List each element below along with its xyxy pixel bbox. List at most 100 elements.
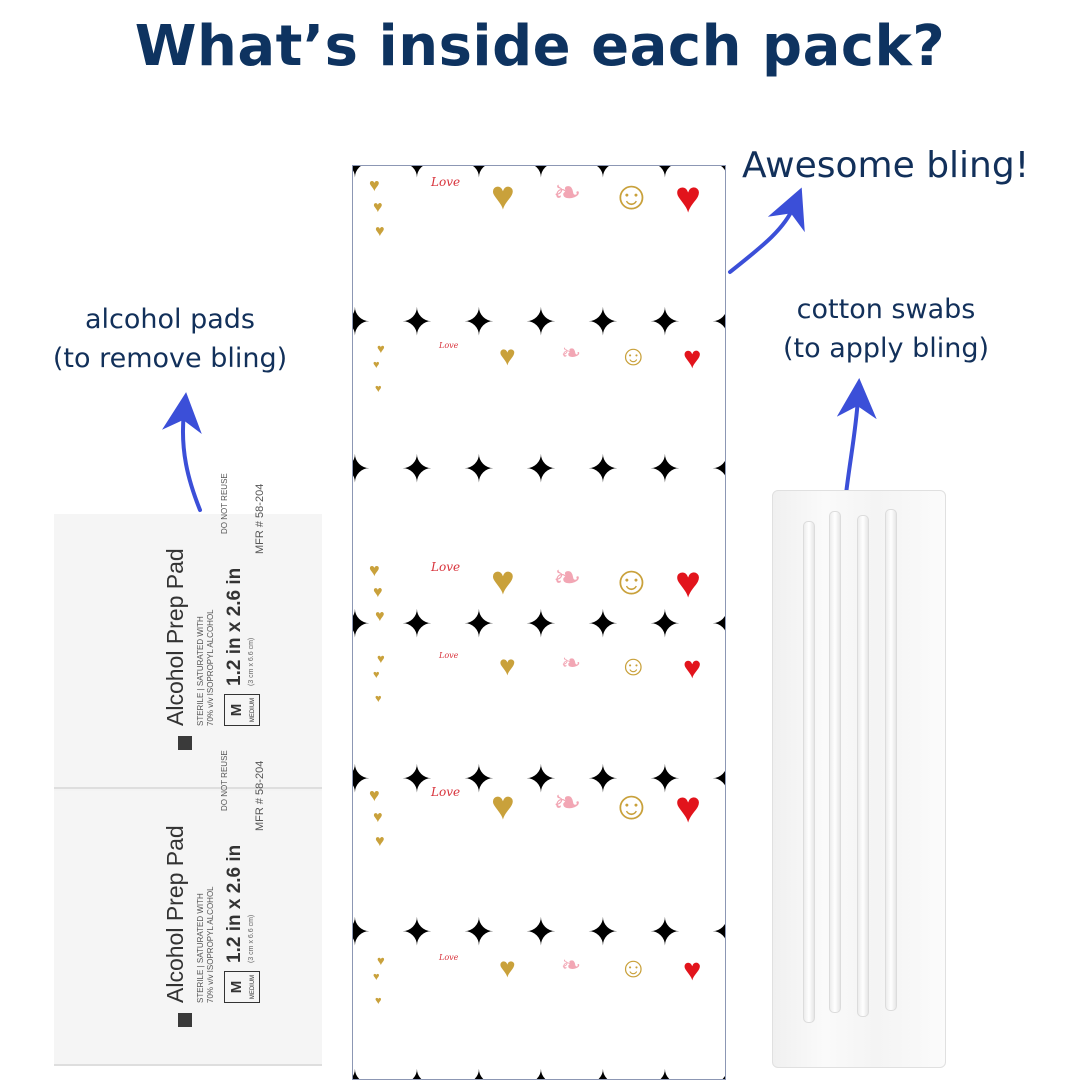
- cupid-icon: ❧: [553, 784, 582, 822]
- star-icon: ✦: [649, 449, 681, 491]
- pad-saturated-text: STERILE | SATURATED WITH 70% v/v ISOPROP…: [196, 609, 216, 726]
- cotton-swab: [885, 509, 897, 1011]
- gold-hearts-icon: ♥: [373, 971, 380, 983]
- gold-hearts-icon: ♥: [375, 383, 382, 395]
- alcohol-pad: Alcohol Prep Pad STERILE | SATURATED WIT…: [54, 750, 322, 1066]
- gold-hearts-icon: ♥: [373, 584, 383, 601]
- star-icon: ✦: [525, 759, 557, 801]
- gold-hearts-icon: ♥: [373, 199, 383, 216]
- star-icon: ✦: [711, 304, 725, 342]
- star-icon: ✦: [649, 759, 681, 801]
- star-icon: ✦: [587, 912, 619, 954]
- star-icon: ✦: [525, 604, 557, 646]
- red-heart-icon: ♥: [683, 952, 702, 987]
- gold-hearts-icon: ♥: [375, 223, 385, 240]
- heart-eyes-emoji-icon: ☺: [611, 174, 652, 218]
- bling-label: Awesome bling!: [742, 145, 1030, 186]
- star-icon: ✦: [711, 1066, 725, 1079]
- alcohol-pads: Alcohol Prep Pad STERILE | SATURATED WIT…: [54, 473, 322, 1066]
- gold-hearts-icon: ♥: [375, 693, 382, 705]
- star-icon: ✦: [525, 1066, 557, 1079]
- star-icon: ✦: [525, 449, 557, 491]
- star-icon: ✦: [463, 912, 495, 954]
- star-icon: ✦: [587, 302, 619, 344]
- gold-hearts-icon: ♥: [369, 785, 380, 805]
- cupid-icon: ❧: [553, 559, 582, 597]
- pad-dimensions-cm: (3 cm x 6.6 cm): [248, 914, 255, 963]
- pad-size-badge: M MEDIUM: [224, 694, 260, 726]
- star-icon: ✦: [587, 165, 619, 186]
- star-icon: ✦: [649, 302, 681, 344]
- glitter-heart-icon: ♥: [491, 559, 515, 603]
- cotton-swab: [803, 521, 815, 1023]
- star-icon: ✦: [649, 165, 681, 186]
- alcohol-pads-label: alcohol pads (to remove bling): [52, 304, 288, 375]
- star-icon: ✦: [353, 1066, 371, 1079]
- star-icon: ✦: [463, 759, 495, 801]
- red-heart-icon: ♥: [675, 783, 702, 832]
- star-icon: ✦: [587, 604, 619, 646]
- cupid-icon: ❧: [561, 952, 582, 979]
- star-icon: ✦: [711, 606, 725, 644]
- gold-hearts-icon: ♥: [377, 953, 385, 968]
- glitter-heart-icon: ♥: [499, 650, 516, 681]
- star-icon: ✦: [463, 165, 495, 186]
- pad-size-badge: M MEDIUM: [224, 971, 260, 1003]
- gold-hearts-icon: ♥: [377, 341, 385, 356]
- star-icon: ✦: [587, 1066, 619, 1079]
- heart-eyes-emoji-icon: ☺: [611, 559, 652, 603]
- red-heart-icon: ♥: [675, 173, 702, 222]
- cupid-icon: ❧: [561, 650, 582, 677]
- glitter-heart-icon: ♥: [499, 340, 516, 371]
- red-heart-icon: ♥: [683, 650, 702, 685]
- love-script-text: Love: [431, 785, 461, 799]
- gold-hearts-icon: ♥: [369, 560, 380, 580]
- do-not-reuse-text: DO NOT REUSE: [220, 473, 229, 534]
- heart-eyes-emoji-icon: ☺: [619, 952, 648, 983]
- cupid-icon: ❧: [561, 340, 582, 367]
- love-script-text: Love: [431, 560, 461, 574]
- pad-saturated-text: STERILE | SATURATED WITH 70% v/v ISOPROP…: [196, 886, 216, 1003]
- star-icon: ✦: [401, 449, 433, 491]
- pad-dimensions: 1.2 in x 2.6 in: [224, 844, 245, 963]
- star-icon: ✦: [463, 1066, 495, 1079]
- star-icon: ✦: [463, 449, 495, 491]
- glitter-heart-icon: ♥: [491, 174, 515, 218]
- star-icon: ✦: [353, 166, 371, 184]
- pad-name: Alcohol Prep Pad: [162, 548, 188, 726]
- love-script-text: Love: [431, 175, 461, 189]
- heart-eyes-emoji-icon: ☺: [619, 340, 648, 371]
- gold-hearts-icon: ♥: [375, 995, 382, 1007]
- alcohol-pad: Alcohol Prep Pad STERILE | SATURATED WIT…: [54, 473, 322, 789]
- star-icon: ✦: [353, 606, 371, 644]
- do-not-reuse-text: DO NOT REUSE: [220, 750, 229, 811]
- cupid-icon: ❧: [553, 174, 582, 212]
- pad-square-icon: [178, 1013, 192, 1027]
- love-script-text: Love: [439, 341, 459, 350]
- love-script-text: Love: [439, 651, 459, 660]
- cotton-swab: [829, 511, 841, 1013]
- star-icon: ✦: [711, 761, 725, 799]
- bling-sheet: ✦✦✦✦✦✦✦✦✦✦✦✦✦✦✦✦✦✦✦✦✦✦✦✦✦✦✦✦✦✦✦✦✦✦✦✦✦✦✦✦…: [352, 165, 726, 1080]
- red-heart-icon: ♥: [683, 340, 702, 375]
- star-icon: ✦: [401, 165, 433, 186]
- glitter-heart-icon: ♥: [491, 784, 515, 828]
- star-icon: ✦: [587, 449, 619, 491]
- star-icon: ✦: [353, 451, 371, 489]
- gold-hearts-icon: ♥: [377, 651, 385, 666]
- star-icon: ✦: [649, 604, 681, 646]
- star-icon: ✦: [463, 604, 495, 646]
- glitter-heart-icon: ♥: [499, 952, 516, 983]
- heart-eyes-emoji-icon: ☺: [611, 784, 652, 828]
- star-icon: ✦: [401, 302, 433, 344]
- pad-dimensions: 1.2 in x 2.6 in: [224, 567, 245, 686]
- page-title: What’s inside each pack?: [134, 14, 946, 79]
- star-icon: ✦: [649, 912, 681, 954]
- arrow-to-alcohol-label: [162, 392, 202, 512]
- star-icon: ✦: [401, 604, 433, 646]
- star-icon: ✦: [525, 165, 557, 186]
- cotton-swab: [857, 515, 869, 1017]
- pad-dimensions-cm: (3 cm x 6.6 cm): [248, 637, 255, 686]
- gold-hearts-icon: ♥: [373, 809, 383, 826]
